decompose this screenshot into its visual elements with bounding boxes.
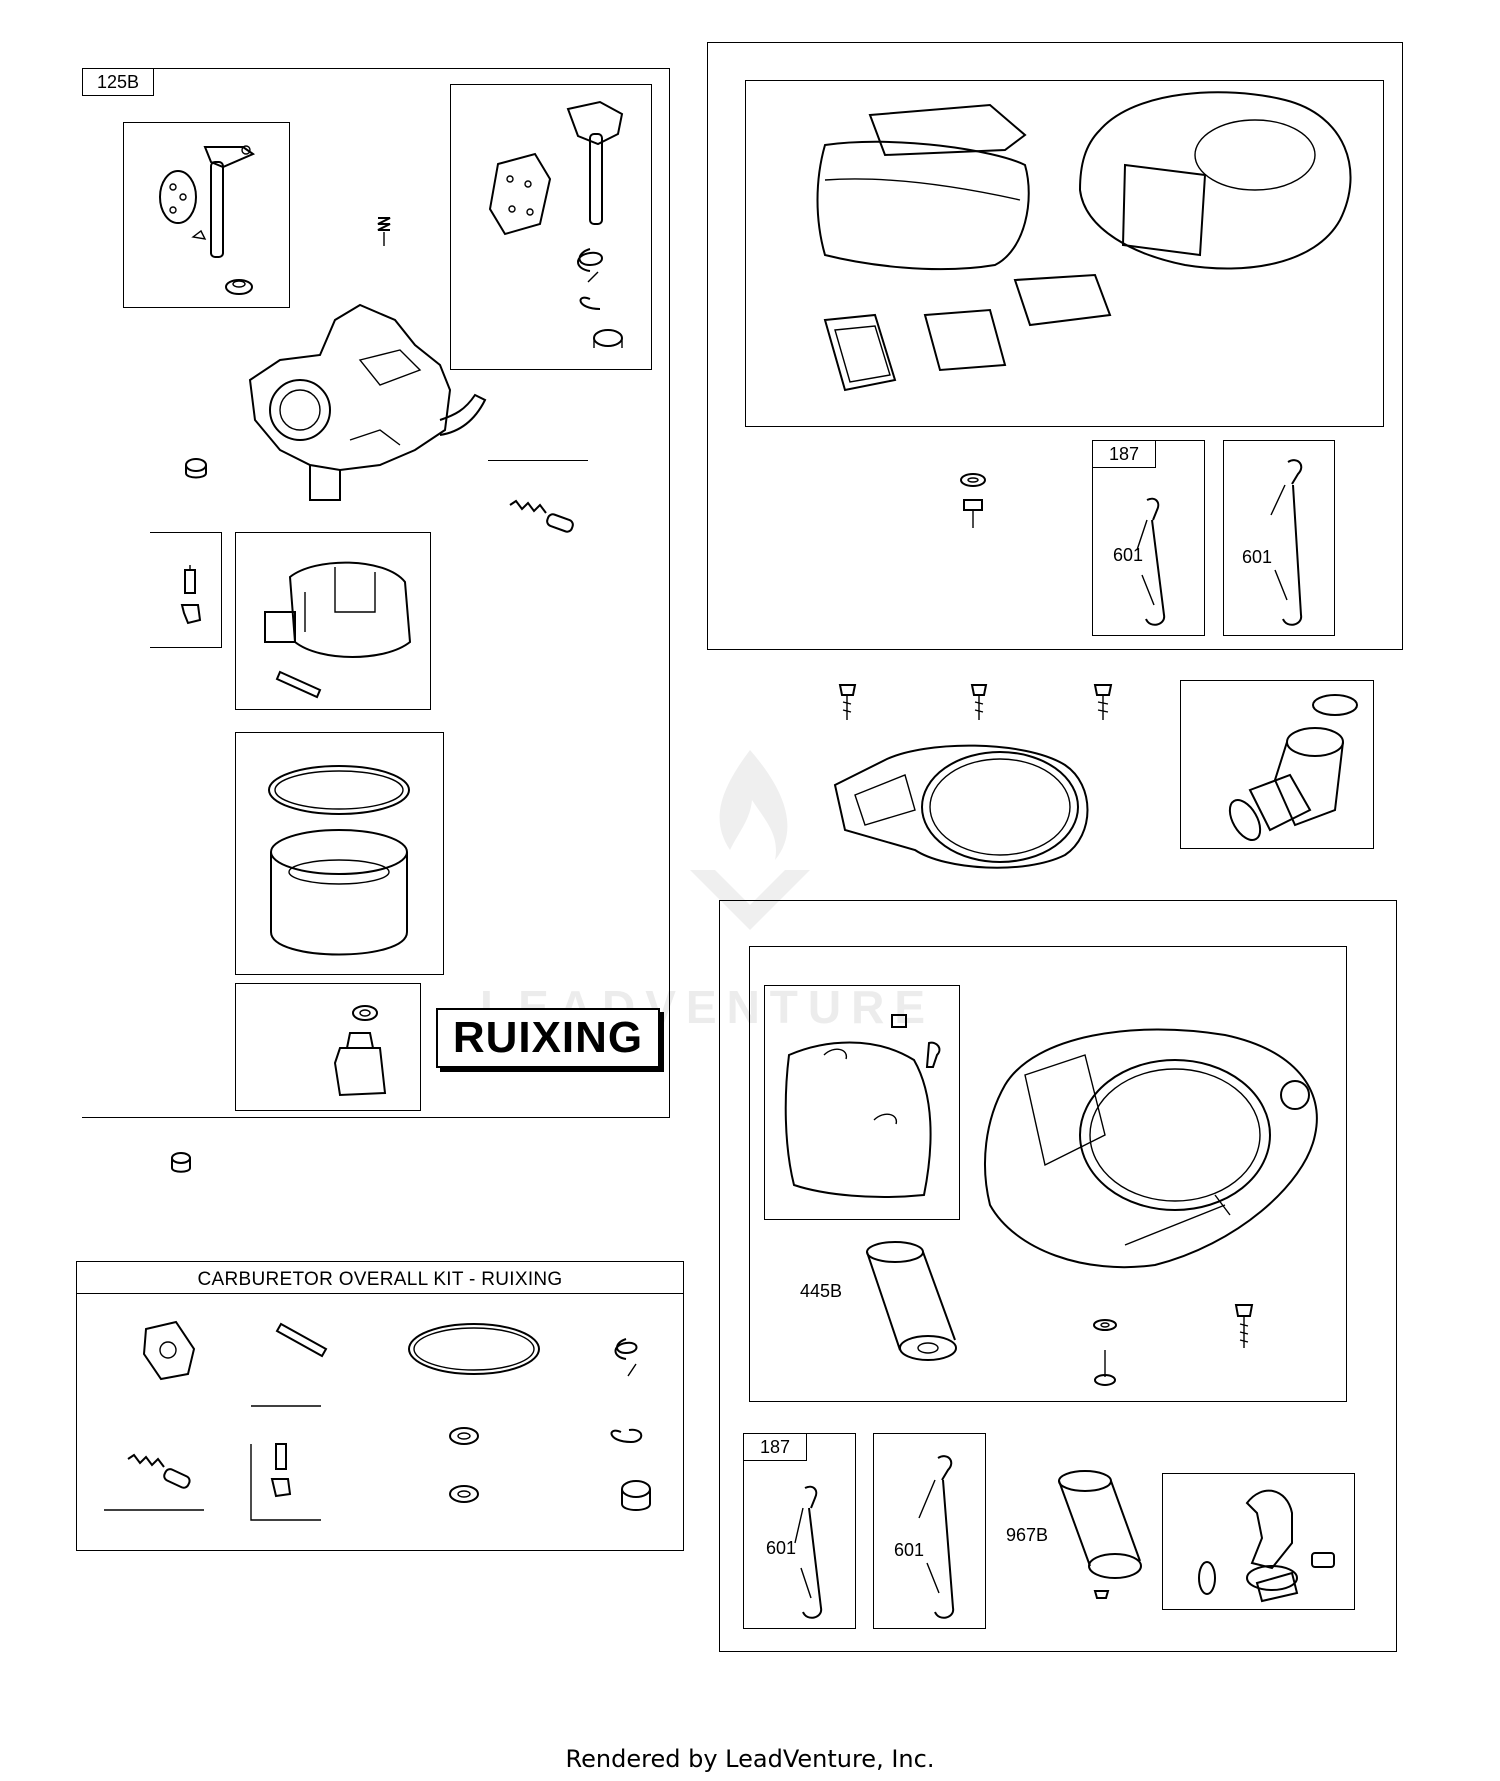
intake-tube-box	[1162, 1473, 1355, 1610]
intake-elbow-icon	[1228, 694, 1358, 841]
link-rod-icon-c	[794, 1485, 823, 1619]
screws-icon	[838, 684, 1113, 720]
kit-parts-icons	[104, 1320, 651, 1521]
needle-box	[150, 532, 222, 648]
housing-screw-icon	[1234, 1304, 1254, 1348]
throttle-shaft-icon	[159, 145, 256, 295]
callout-601-c: 601	[766, 1538, 797, 1558]
bowl-box	[235, 732, 444, 975]
ruixing-brand-label: RUIXING	[436, 1008, 660, 1068]
link-kit-box-upper-b	[1223, 440, 1335, 636]
callout-601-d: 601	[894, 1540, 925, 1560]
throttle-shaft-box	[123, 122, 290, 308]
carburetor-kit-box	[76, 1261, 684, 1551]
callout-187-upper: 187	[1092, 440, 1156, 468]
kit-title: CARBURETOR OVERALL KIT - RUIXING	[197, 1269, 563, 1290]
float-icon	[264, 561, 412, 699]
link-rod-icon-b	[1270, 459, 1303, 626]
blower-base-plate-icon	[833, 744, 1089, 869]
bushing-icon	[185, 458, 207, 479]
leader-line	[488, 460, 588, 461]
shroud-cover-box	[764, 985, 960, 1220]
idle-screw-icon	[509, 499, 574, 533]
filter-element-icon	[866, 1241, 957, 1361]
intake-tube-icon	[1198, 1489, 1335, 1603]
carburetor-group-box	[82, 68, 670, 1118]
callout-187-lower: 187	[743, 1433, 807, 1461]
washer-pin-icon	[1093, 1319, 1117, 1386]
callout-967b: 967B	[1006, 1525, 1049, 1545]
callout-601-a: 601	[1113, 545, 1144, 565]
shroud-cover-icon	[784, 1014, 941, 1198]
washer-bolt-icon	[960, 473, 986, 528]
loose-bushing-icon	[171, 1152, 191, 1173]
solenoid-icon	[333, 1005, 387, 1097]
blower-housing-inner-box	[749, 946, 1347, 1402]
air-cleaner-cover-icon	[816, 91, 1352, 392]
callout-601-b: 601	[1242, 547, 1273, 567]
solenoid-box	[235, 983, 421, 1111]
intake-elbow-box	[1180, 680, 1374, 849]
choke-shaft-icon	[488, 100, 624, 348]
needle-icon	[180, 565, 202, 625]
carburetor-body-icon	[248, 303, 487, 501]
callout-125b: 125B	[82, 68, 154, 96]
kit-title-divider	[76, 1293, 684, 1294]
blower-housing-icon	[984, 1028, 1318, 1269]
callout-445b: 445B	[800, 1281, 843, 1301]
blower-housing-group-box	[719, 900, 1397, 1652]
watermark-logo-icon	[690, 750, 810, 930]
air-cleaner-group-box	[707, 42, 1403, 650]
link-rod-icon-a	[1136, 497, 1166, 626]
air-cleaner-housing-box	[745, 80, 1384, 427]
pre-cleaner-icon	[1058, 1470, 1142, 1599]
float-box	[235, 532, 431, 710]
choke-shaft-box	[450, 84, 652, 370]
link-rod-icon-d	[918, 1455, 955, 1619]
small-spring-icon	[377, 217, 391, 246]
float-bowl-icon	[268, 765, 410, 956]
link-kit-box-lower-b	[873, 1433, 986, 1629]
footer-text: Rendered by LeadVenture, Inc.	[565, 1745, 935, 1773]
